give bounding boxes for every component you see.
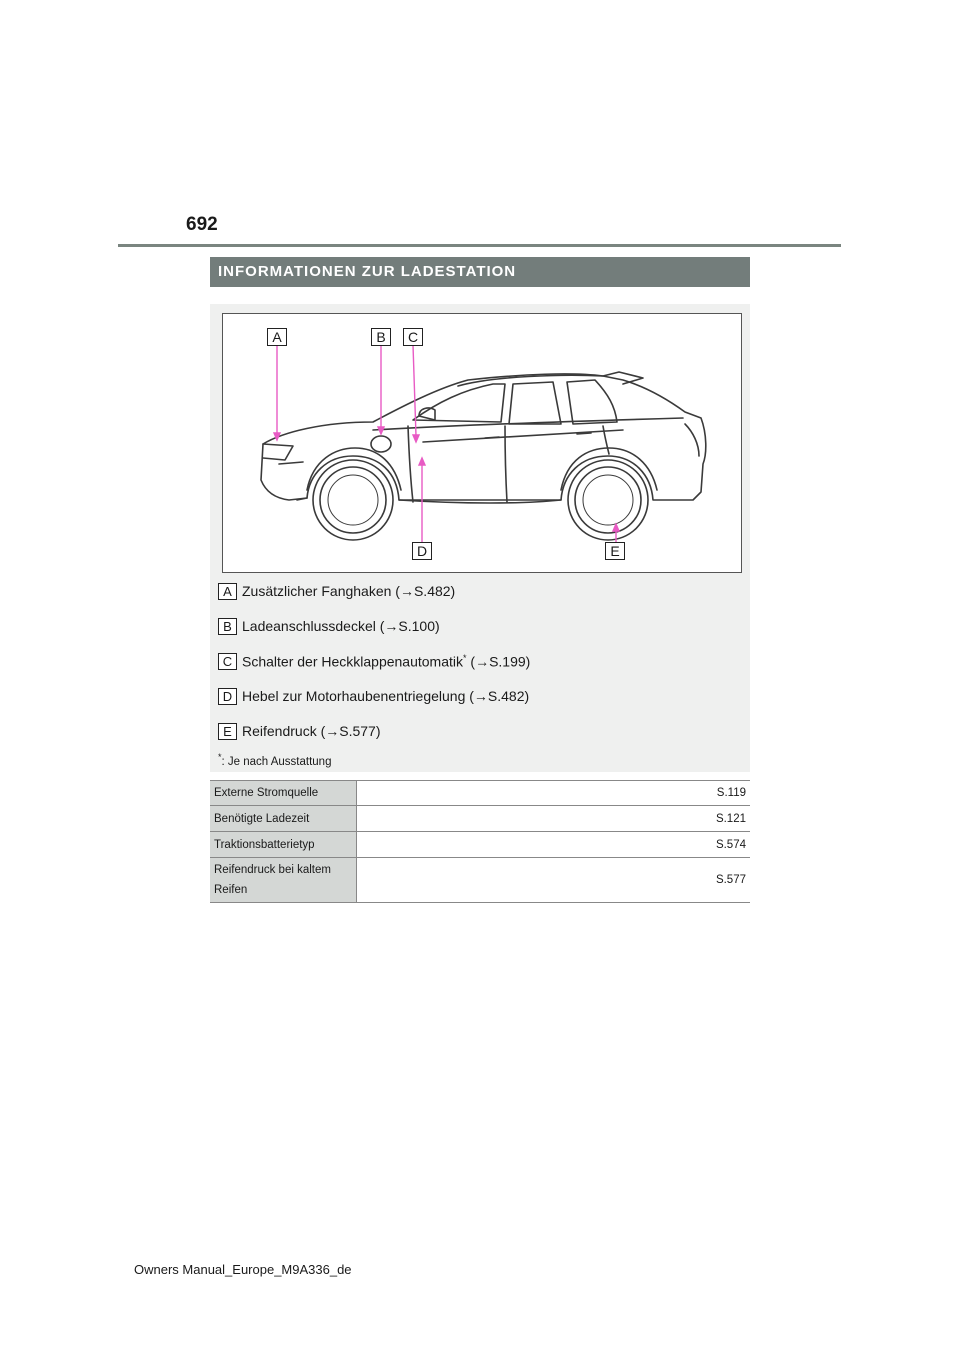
- footnote-text: : Je nach Ausstattung: [221, 755, 332, 768]
- legend-text: Schalter der Heckklappenautomatik* (→S.1…: [242, 653, 530, 670]
- table-label-line: Reifendruck bei kaltem: [214, 864, 331, 876]
- callout-d: D: [412, 542, 432, 560]
- footnote-mark: *: [218, 752, 222, 762]
- callout-e: E: [605, 542, 625, 560]
- table-label: Traktionsbatterietyp: [210, 831, 357, 858]
- header-rule: [118, 244, 841, 247]
- legend-text: Hebel zur Motorhaubenentriegelung (→S.48…: [242, 688, 530, 704]
- legend-text-main: Schalter der Heckklappenautomatik: [242, 653, 464, 670]
- callout-a: A: [267, 328, 287, 346]
- page-reference-link[interactable]: S.121: [356, 805, 750, 832]
- section-title: INFORMATIONEN ZUR LADESTATION: [210, 257, 750, 287]
- callout-b: B: [371, 328, 391, 346]
- footnote-mark: *: [463, 653, 467, 663]
- page-number: 692: [186, 214, 218, 235]
- legend-text: Ladeanschlussdeckel (→S.100): [242, 618, 440, 634]
- callout-c: C: [403, 328, 423, 346]
- legend-letter: C: [218, 653, 237, 670]
- table-label: Externe Stromquelle: [210, 780, 357, 806]
- page-reference-link[interactable]: S.577: [356, 857, 750, 903]
- legend-letter: A: [218, 583, 237, 600]
- table-row: Benötigte Ladezeit S.121: [210, 805, 750, 832]
- legend-letter: D: [218, 688, 237, 705]
- legend-text: Zusätzlicher Fanghaken (→S.482): [242, 583, 456, 599]
- vehicle-figure: A B C D E: [222, 313, 742, 573]
- legend-text-ref: (→S.199): [466, 653, 531, 670]
- page-reference-link[interactable]: S.574: [356, 831, 750, 858]
- diagram-panel: A B C D E A Zusätzlicher Fanghaken (→S.4…: [210, 304, 750, 772]
- table-row: Traktionsbatterietyp S.574: [210, 831, 750, 858]
- footnote: *: Je nach Ausstattung: [218, 752, 331, 768]
- table-label-line: Reifen: [214, 884, 248, 896]
- legend-letter: B: [218, 618, 237, 635]
- footer-text: Owners Manual_Europe_M9A336_de: [134, 1262, 352, 1277]
- page-reference-link[interactable]: S.119: [356, 780, 750, 806]
- vehicle-side-view-illustration: [260, 344, 707, 546]
- table-row: Externe Stromquelle S.119: [210, 780, 750, 806]
- info-table: Externe Stromquelle S.119 Benötigte Lade…: [210, 780, 750, 903]
- table-label: Benötigte Ladezeit: [210, 805, 357, 832]
- legend-text: Reifendruck (→S.577): [242, 723, 381, 739]
- legend-letter: E: [218, 723, 237, 740]
